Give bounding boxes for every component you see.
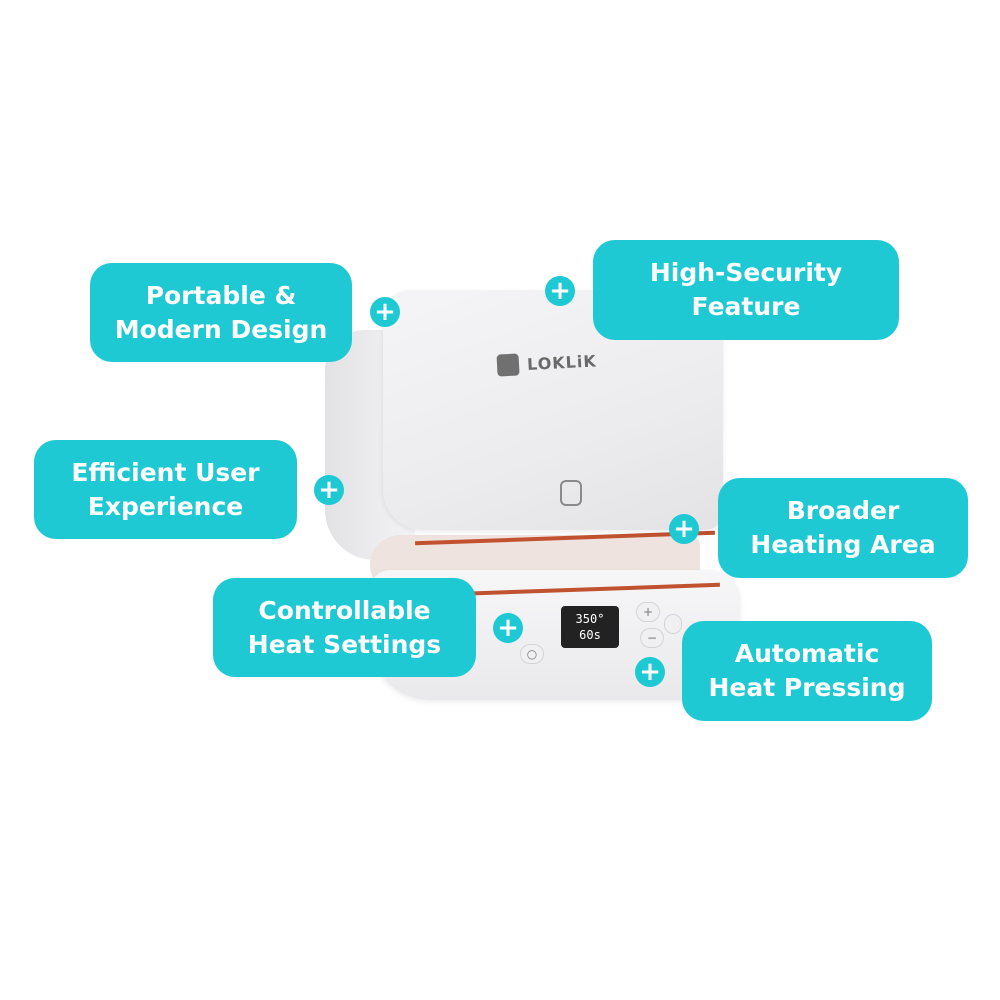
plus-icon[interactable]: + — [493, 613, 523, 643]
feature-label-line2: Heat Pressing — [708, 673, 906, 702]
plus-icon[interactable]: + — [314, 475, 344, 505]
minus-button[interactable]: − — [640, 628, 664, 648]
power-button[interactable]: ○ — [520, 644, 544, 664]
feature-label-line1: Automatic — [734, 639, 880, 668]
feature-label-line1: High-Security — [649, 258, 843, 287]
plus-button[interactable]: + — [636, 602, 660, 622]
feature-label-line1: Portable & — [145, 280, 297, 310]
feature-controllable-heat: Controllable Heat Settings — [213, 578, 476, 677]
mode-button[interactable] — [664, 614, 682, 634]
feature-label-line2: Modern Design — [114, 314, 328, 344]
mug-icon — [560, 480, 582, 506]
plus-icon[interactable]: + — [545, 276, 575, 306]
feature-label-line1: Broader — [786, 496, 900, 525]
feature-label-line2: Feature — [691, 292, 801, 321]
feature-label-line2: Heat Settings — [247, 629, 442, 659]
lcd-display: 350° 60s — [561, 606, 619, 648]
display-time: 60s — [579, 628, 601, 642]
feature-portable-design: Portable & Modern Design — [90, 263, 352, 362]
feature-efficient-experience: Efficient User Experience — [34, 440, 297, 539]
logo-icon — [496, 353, 520, 377]
plus-icon[interactable]: + — [669, 514, 699, 544]
feature-label-line1: Controllable — [258, 595, 431, 625]
feature-broader-heating: Broader Heating Area — [718, 478, 968, 578]
feature-high-security: High-Security Feature — [593, 240, 899, 340]
display-temperature: 350° — [575, 612, 605, 626]
feature-label-line2: Heating Area — [750, 530, 936, 559]
plus-icon[interactable]: + — [635, 657, 665, 687]
feature-automatic-pressing: Automatic Heat Pressing — [682, 621, 932, 721]
feature-label-line2: Experience — [87, 491, 244, 521]
brand-name: LOKLiK — [526, 350, 598, 374]
feature-label-line1: Efficient User — [71, 457, 260, 487]
plus-icon[interactable]: + — [370, 297, 400, 327]
